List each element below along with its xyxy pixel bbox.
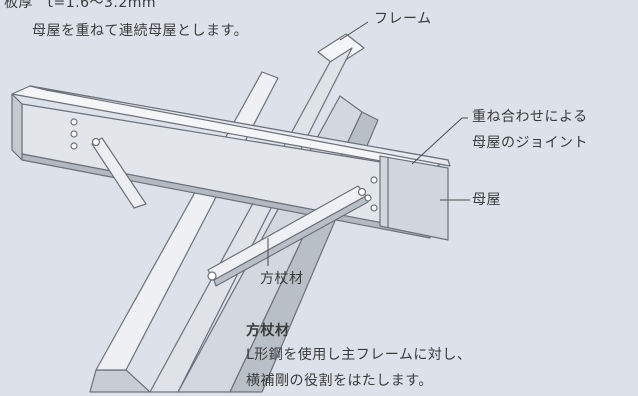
leader-lines	[267, 21, 470, 266]
frame-leader	[339, 21, 369, 41]
plate-thickness-text: 板厚 t=1.6〜3.2mm	[4, 0, 157, 11]
joint-label-line1: 重ね合わせによる	[472, 109, 588, 125]
bolt-holes	[70, 118, 378, 212]
brace-note-line2: 横補剛の役割をはたします。	[246, 373, 433, 389]
continuous-purlin-text: 母屋を重ねて連続母屋とします。	[32, 23, 249, 39]
purlin-label: 母屋	[472, 192, 501, 208]
joint-label-line2: 母屋のジョイント	[472, 135, 588, 151]
brace-label: 方杖材	[260, 271, 304, 287]
joint-leader	[411, 117, 468, 165]
brace-note-title: 方杖材	[246, 323, 290, 339]
frame-label: フレーム	[374, 11, 432, 27]
right-brace	[207, 185, 369, 287]
left-brace	[91, 137, 147, 209]
purlin-beam	[11, 85, 451, 241]
brace-note-line1: L形鋼を使用し主フレームに対し、	[246, 347, 472, 363]
